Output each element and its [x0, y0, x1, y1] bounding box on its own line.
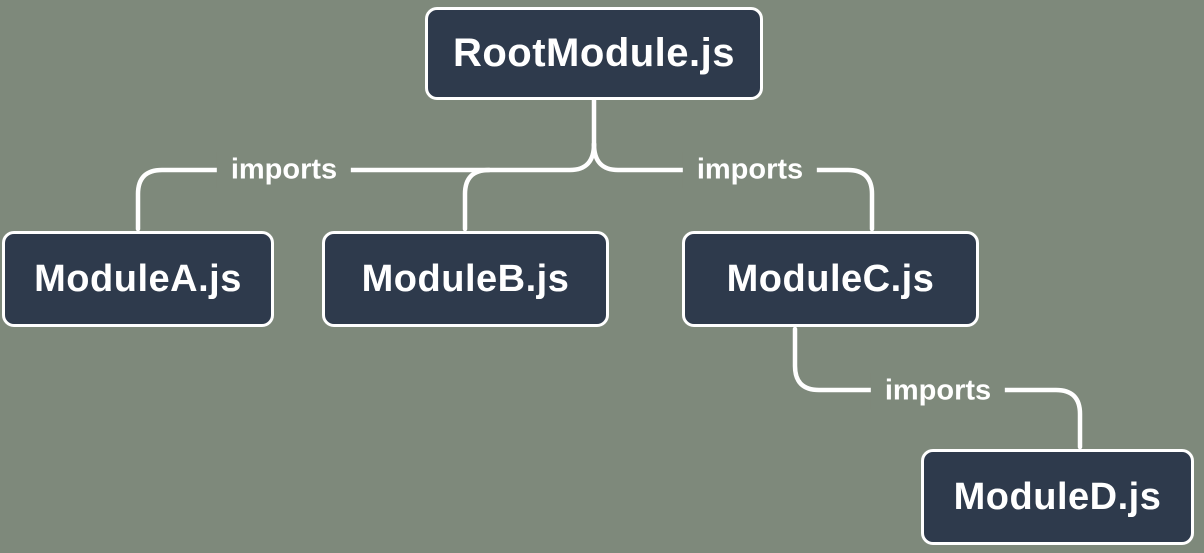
- node-moduleC: ModuleC.js: [682, 231, 979, 327]
- node-moduleD-label: ModuleD.js: [953, 475, 1162, 518]
- node-moduleD: ModuleD.js: [921, 449, 1194, 545]
- edge-root-moduleB: [462, 167, 492, 232]
- node-rootmodule-label: RootModule.js: [452, 31, 736, 75]
- node-moduleC-label: ModuleC.js: [726, 257, 935, 300]
- node-moduleB-label: ModuleB.js: [361, 257, 570, 300]
- node-moduleA: ModuleA.js: [2, 231, 274, 327]
- edge-root-moduleC: [591, 141, 875, 232]
- edge-root-moduleA: [135, 141, 597, 232]
- edge-label-imports-left: imports: [216, 151, 352, 189]
- node-moduleB: ModuleB.js: [322, 231, 609, 327]
- node-rootmodule: RootModule.js: [425, 7, 763, 100]
- edge-label-imports-c-d: imports: [870, 372, 1006, 410]
- edge-label-imports-right: imports: [682, 151, 818, 189]
- node-moduleA-label: ModuleA.js: [34, 257, 242, 300]
